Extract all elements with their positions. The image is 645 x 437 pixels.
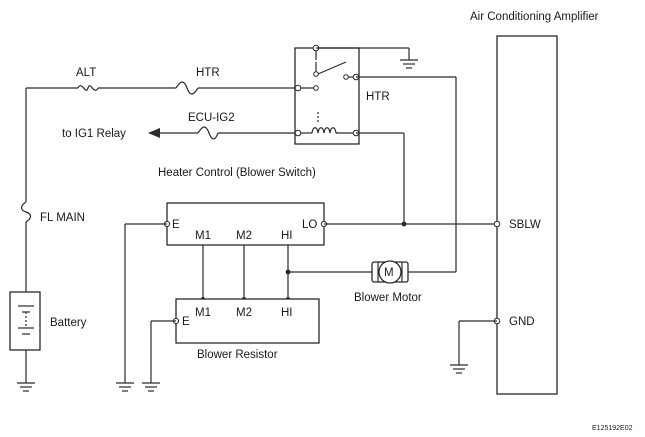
- sblw-label: SBLW: [509, 219, 541, 231]
- ig1-relay-label: to IG1 Relay: [62, 128, 126, 140]
- amplifier-ground-wire: [458, 320, 497, 365]
- motor-symbol-label: M: [384, 267, 394, 279]
- switch-lo-label: LO: [302, 219, 317, 231]
- ecu-ig2-fuse: [197, 126, 219, 140]
- resistor-ground-wire: [150, 320, 176, 383]
- battery-ground-icon: [17, 382, 35, 392]
- heater-ground-wire: [316, 47, 410, 60]
- htr-fuse-label: HTR: [196, 67, 220, 79]
- amplifier-box: [496, 35, 558, 395]
- htr-output-wire: [356, 76, 457, 273]
- resistor-e-label: E: [182, 316, 190, 328]
- switch-ground-wire: [124, 223, 167, 383]
- gnd-label: GND: [509, 316, 535, 328]
- heater-control-label: Heater Control (Blower Switch): [158, 167, 316, 179]
- battery-label: Battery: [50, 317, 87, 329]
- arrow-left-icon: [148, 128, 160, 138]
- amplifier-label: Air Conditioning Amplifier: [470, 11, 599, 23]
- resistor-ground-icon: [142, 382, 160, 392]
- figure-code-label: E125192E02: [592, 425, 633, 432]
- amplifier-ground-icon: [450, 364, 468, 374]
- blower-resistor-box: [175, 298, 320, 344]
- htr-output-label: HTR: [366, 91, 390, 103]
- switch-m1-label: M1: [195, 230, 211, 242]
- heater-pin-ig2: [294, 129, 302, 137]
- battery-symbol: [9, 291, 41, 351]
- htr-fuse: [175, 81, 199, 95]
- resistor-m2-label: M2: [236, 307, 252, 319]
- resistor-m1-label: M1: [195, 307, 211, 319]
- heater-ground-icon: [400, 59, 418, 69]
- ecu-ig2-label: ECU-IG2: [188, 112, 235, 124]
- heater-pin-htr-in: [294, 84, 302, 92]
- blower-motor-label: Blower Motor: [354, 292, 422, 304]
- amplifier-pin-sblw: [493, 220, 501, 228]
- blower-resistor-label: Blower Resistor: [197, 349, 278, 361]
- switch-m2-label: M2: [236, 230, 252, 242]
- coil-to-lo-wire: [356, 132, 405, 224]
- heater-control-box: [294, 47, 360, 145]
- junction-hi-node: [285, 269, 291, 275]
- switch-hi-label: HI: [281, 230, 293, 242]
- blower-motor-symbol: [371, 260, 409, 284]
- blower-switch-box: [166, 202, 325, 246]
- switch-e-label: E: [172, 219, 180, 231]
- fl-main-fusible-link: [20, 201, 32, 223]
- switch-ground-icon: [116, 382, 134, 392]
- fl-main-label: FL MAIN: [40, 212, 85, 224]
- resistor-hi-label: HI: [281, 307, 293, 319]
- alt-fusible-link: [77, 85, 99, 91]
- battery-feed-wire: [25, 87, 298, 383]
- alt-label: ALT: [76, 67, 96, 79]
